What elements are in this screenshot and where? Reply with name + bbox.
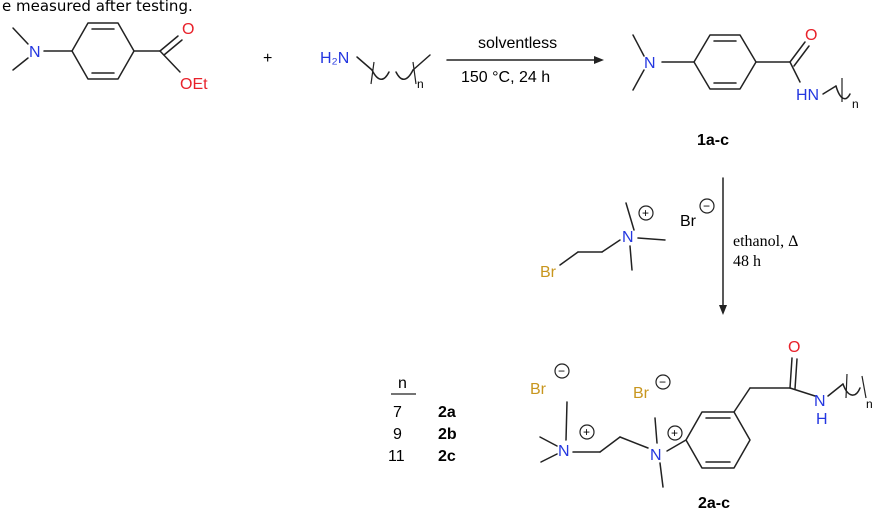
reagent-plus-charge: + (642, 206, 649, 220)
reagent-minus-charge: − (703, 199, 710, 213)
table-row-1-compound: 2a (438, 404, 456, 421)
step2-reagent-bromoethyltrimethylammonium: Br N + Br − (540, 198, 715, 281)
reactant-alkylamine: H₂N n (320, 50, 431, 91)
product1-amide-hn-label: HN (796, 87, 819, 104)
product1-n-subscript: n (852, 97, 859, 111)
table-row-2-compound: 2b (438, 426, 457, 443)
product1-carbonyl-o-label: O (805, 27, 817, 44)
step1-condition-above: solventless (478, 35, 557, 52)
product2-br-ion-1: Br (530, 381, 547, 398)
reactant-ethyl-dimethylaminobenzoate: N O OEt (12, 21, 208, 93)
step1-arrow: solventless 150 °C, 24 h (446, 35, 604, 86)
table-row-3-compound: 2c (438, 448, 456, 465)
product2-compound-label: 2a-c (698, 495, 730, 512)
table-row-1-n: 7 (393, 404, 402, 421)
product2-br-ion-2: Br (633, 385, 650, 402)
product2-n1-label: N (558, 443, 570, 460)
caption-fragment: e measured after testing. (2, 0, 193, 15)
step2-arrow: ethanol, Δ 48 h (719, 177, 798, 315)
h2n-label: H₂N (320, 50, 349, 67)
product2-plus-2: + (671, 426, 678, 440)
reactant2-n-subscript: n (417, 77, 424, 91)
carbonyl-o-label: O (182, 21, 194, 38)
reagent-counter-ion-br: Br (680, 213, 697, 230)
product2-plus-1: + (583, 425, 590, 439)
amine-n-label: N (29, 44, 41, 61)
substituent-table: n 7 2a 9 2b 11 2c (388, 375, 457, 465)
product2-minus-2: − (659, 375, 666, 389)
product2-carbonyl-o-label: O (788, 339, 800, 356)
product1-compound-label: 1a-c (697, 132, 729, 149)
reagent-n-label: N (622, 229, 634, 246)
table-header-n: n (398, 375, 407, 392)
step2-condition-line1: ethanol, Δ (733, 233, 798, 250)
product2-amide-n-label: N (814, 393, 826, 410)
product2-n-subscript: n (866, 397, 873, 411)
product2-minus-1: − (558, 364, 565, 378)
table-row-2-n: 9 (393, 426, 402, 443)
step2-condition-line2: 48 h (733, 253, 761, 270)
product2-amide-h-label: H (816, 411, 828, 428)
ester-oet-label: OEt (180, 76, 208, 93)
plus-sign: + (263, 50, 272, 67)
table-row-3-n: 11 (388, 448, 405, 465)
product1-amine-n-label: N (644, 55, 656, 72)
reagent-br-label: Br (540, 264, 557, 281)
product-1a-c: N O HN n 1a-c (632, 27, 859, 149)
product-2a-c: Br − Br − N + N + O N H (530, 339, 873, 512)
step1-condition-below: 150 °C, 24 h (461, 69, 550, 86)
product2-n2-label: N (650, 447, 662, 464)
